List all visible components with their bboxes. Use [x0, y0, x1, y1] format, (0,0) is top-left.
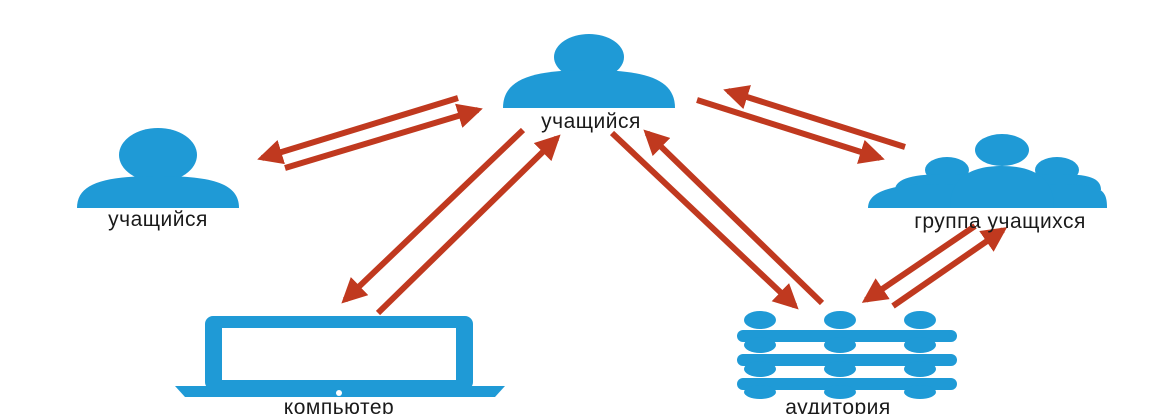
node-computer: компьютер	[175, 316, 505, 414]
left-student-label: учащийся	[108, 208, 208, 231]
computer-label: компьютер	[284, 396, 394, 414]
audience-label: аудитория	[785, 396, 891, 414]
arrow-left-student-to-center	[284, 103, 483, 171]
node-center-student: учащийся	[503, 34, 675, 133]
arrow-group-to-center	[723, 85, 906, 150]
arrow-computer-to-center	[375, 134, 561, 316]
node-audience: аудитория	[737, 311, 957, 414]
arrow-center-to-audience	[609, 130, 799, 310]
arrows	[257, 85, 1008, 316]
arrow-audience-to-group	[891, 227, 1008, 309]
node-student-group: группа учащихся	[868, 134, 1107, 233]
node-left-student: учащийся	[77, 128, 239, 231]
arrow-center-to-computer	[341, 127, 526, 304]
person-icon	[77, 128, 239, 208]
arrow-center-to-left-student	[257, 95, 459, 165]
arrow-group-to-audience	[861, 223, 977, 303]
center-student-label: учащийся	[541, 110, 641, 133]
group-icon	[868, 134, 1107, 208]
arrow-audience-to-center	[643, 129, 825, 306]
arrow-center-to-group	[696, 97, 885, 164]
person-icon	[503, 34, 675, 108]
student-group-label: группа учащихся	[914, 210, 1086, 233]
crowd-icon	[737, 311, 957, 399]
laptop-icon	[175, 316, 505, 397]
